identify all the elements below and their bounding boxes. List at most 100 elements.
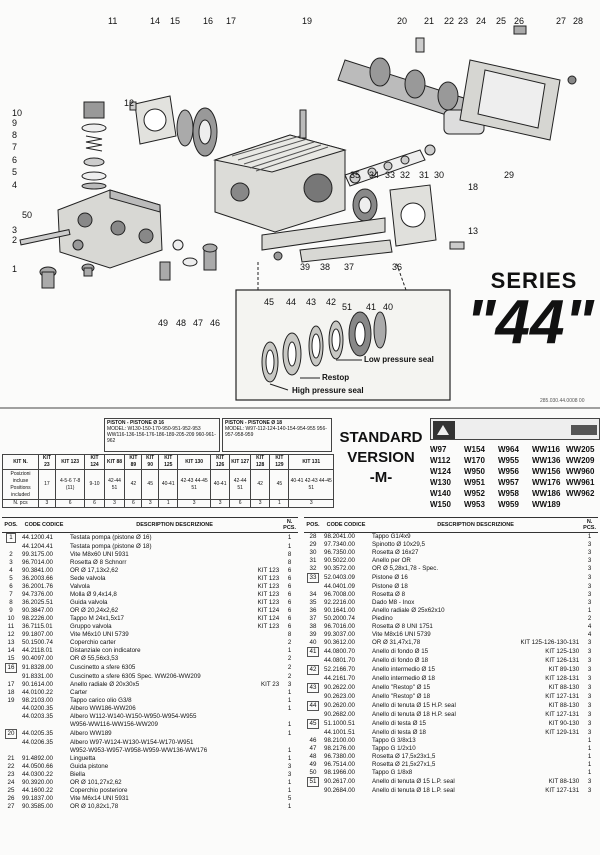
part-pcs: 3	[587, 565, 592, 572]
kit-cell-positions: 42-44 51	[103, 469, 126, 500]
part-desc: Anello di fondo Ø 18	[372, 657, 429, 664]
part-code: 90.1614.00	[22, 681, 53, 688]
part-kit	[248, 533, 281, 544]
low-pressure-seal-label: Low pressure seal	[364, 355, 434, 364]
part-pcs: 1	[587, 761, 592, 768]
callout-6: 6	[12, 155, 17, 165]
part-code: 96.7350.00	[324, 549, 355, 556]
part-pos	[304, 693, 322, 701]
part-kit	[248, 551, 281, 559]
model-entry: W958	[498, 489, 519, 498]
kit-cell-kits: KIT 127	[229, 454, 252, 470]
part-desc: Albero W97-W124-W130-W154-W170-W951	[70, 739, 194, 746]
kit-cell-positions: 42-43 44-45 51	[177, 469, 211, 500]
pos-included-en: Positions included	[10, 484, 31, 498]
piston-group-16-models: MODEL: W130-150-170-950-951-952-953 WW11…	[107, 426, 216, 444]
part-code: 90.2622.00	[324, 684, 355, 691]
part-pos-boxed: 42	[306, 665, 320, 675]
part-kit	[248, 689, 281, 697]
part-pcs: 1	[587, 607, 592, 614]
kit-cell-kits: KIT 124	[84, 454, 105, 470]
model-entry: W154	[464, 445, 485, 454]
kit-cell-positions: 42	[250, 469, 271, 500]
part-pcs: 3	[587, 684, 592, 691]
part-pcs: 1	[287, 543, 292, 550]
part-code: 99.1837.00	[22, 795, 53, 802]
part-kit	[493, 565, 581, 573]
kit-cell-pcs: 3	[288, 499, 334, 508]
part-kit	[248, 697, 281, 705]
std-version-line1: STANDARD	[339, 429, 423, 446]
kit-cell-pcs: 1	[269, 499, 290, 508]
part-kit	[248, 787, 281, 795]
part-pos: 31	[309, 557, 317, 564]
part-pcs: 3	[587, 574, 592, 581]
part-desc: Tappo carico olio G3/8	[70, 697, 132, 704]
part-kit	[493, 623, 581, 631]
part-code: 91.8331.00	[22, 673, 53, 680]
kit-row-kits-head: KIT N.	[2, 454, 39, 470]
part-desc: Valvola	[70, 583, 90, 590]
part-pos: 18	[7, 689, 15, 696]
part-pos: 14	[7, 647, 15, 654]
part-pcs: 8	[287, 559, 292, 566]
part-code: 44.0401.09	[324, 583, 355, 590]
col-code: CODE CODICE	[20, 517, 68, 533]
part-pos: 11	[7, 623, 15, 630]
part-pos: 22	[7, 763, 15, 770]
part-pos: 43	[304, 683, 322, 693]
part-code: 44.0205.35	[22, 730, 53, 737]
part-code: 99.1807.00	[22, 631, 53, 638]
part-desc: Testata pompa (pistone Ø 16)	[70, 534, 152, 541]
callout-16: 16	[203, 16, 213, 26]
part-code: 91.8328.00	[22, 664, 53, 671]
part-desc: Anello di testa Ø 15	[372, 720, 427, 727]
piston-drawing	[344, 144, 436, 222]
part-pos	[2, 739, 20, 747]
col-pcs: N. PCS.	[281, 517, 298, 533]
part-pcs: 3	[587, 675, 592, 682]
part-desc: Dado M8 - Inox	[372, 599, 415, 606]
kit-cell-kits: KIT 125	[158, 454, 179, 470]
part-pos-boxed: 51	[306, 777, 320, 787]
model-entry: WW176	[532, 478, 561, 487]
part-kit: KIT 88-130	[548, 778, 580, 785]
part-desc: Albero W112-W140-W150-W950-W954-W955	[70, 713, 197, 720]
part-pcs: 8	[287, 551, 292, 558]
part-pcs: 3	[587, 557, 592, 564]
kit-cell-kits: KIT 88	[103, 454, 126, 470]
part-kit: KIT 123	[257, 623, 280, 630]
callout-17: 17	[226, 16, 236, 26]
part-kit	[248, 763, 281, 771]
pump-head-drawing	[57, 189, 163, 269]
part-pcs: 3	[587, 702, 592, 709]
model-entry: WW961	[566, 478, 595, 487]
part-code: 91.4892.00	[22, 755, 53, 762]
model-entry: W130	[430, 478, 451, 487]
part-kit	[248, 803, 281, 811]
part-code: 90.3841.00	[22, 567, 53, 574]
part-desc: Anello intermedio Ø 15	[372, 666, 435, 673]
part-kit	[493, 607, 581, 615]
part-desc: W952-W953-W957-W958-W959-WW136-WW176	[70, 747, 208, 754]
